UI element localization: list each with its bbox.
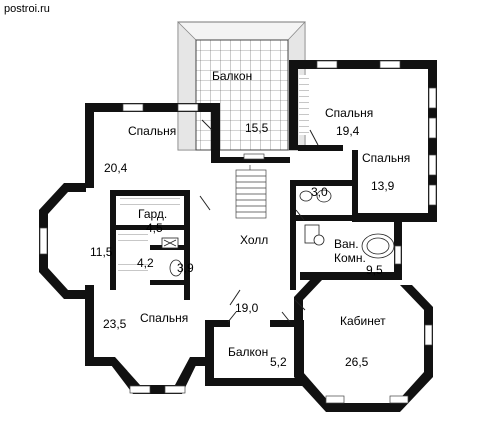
bedroom-ne-shelves xyxy=(299,75,309,135)
room-bathroom-area: 9,5 xyxy=(366,263,383,277)
room-study-area: 26,5 xyxy=(345,355,369,369)
room-wardrobe-area: 4,5 xyxy=(146,221,163,235)
room-bedroom-sw-area: 23,5 xyxy=(103,317,127,331)
room-balcony-top-label: Балкон xyxy=(212,69,252,83)
watermark-text: postroi.ru xyxy=(4,3,50,15)
room-bedroom-ne-label: Спальня xyxy=(325,106,373,120)
room-bedroom-nw-label: Спальня xyxy=(128,124,176,138)
balcony-top xyxy=(177,20,306,151)
wardrobe-shelves xyxy=(118,232,148,244)
room-bedroom-nw-area: 20,4 xyxy=(104,161,128,175)
closet-shelves xyxy=(118,262,148,276)
room-bedroom-sw-label: Спальня xyxy=(140,311,188,325)
room-bedroom-e-label: Спальня xyxy=(362,151,410,165)
room-bathroom-label-2: Комн. xyxy=(334,251,366,265)
room-balcony-bottom-area: 5,2 xyxy=(270,355,287,369)
southwest-bay-wall xyxy=(105,357,200,394)
staircase xyxy=(235,165,267,219)
room-balcony-bottom-label: Балкон xyxy=(228,345,268,359)
room-bathroom-label-1: Ван. xyxy=(334,237,359,251)
room-bath-small-area: 3,0 xyxy=(311,185,328,199)
room-wardrobe-label: Гард. xyxy=(138,207,167,221)
room-hall-label: Холл xyxy=(240,233,268,247)
room-balcony-top-area: 15,5 xyxy=(245,121,269,135)
room-bedroom-ne-area: 19,4 xyxy=(336,124,360,138)
fixtures xyxy=(161,189,395,277)
room-closet-area: 4,2 xyxy=(137,256,154,270)
windows xyxy=(39,60,437,404)
doors xyxy=(199,119,319,323)
room-octagon-west-area: 11,5 xyxy=(90,245,113,259)
room-study-label: Кабинет xyxy=(340,314,386,328)
room-bedroom-e-area: 13,9 xyxy=(371,179,395,193)
room-labels: Балкон 15,5 Спальня 19,4 Спальня 20,4 Сп… xyxy=(90,69,410,369)
wardrobe-top-shelves xyxy=(120,197,180,205)
room-hall-area: 19,0 xyxy=(235,301,259,315)
study-octagon-wall xyxy=(294,280,433,412)
room-wc-small-area: 3,9 xyxy=(177,261,194,275)
